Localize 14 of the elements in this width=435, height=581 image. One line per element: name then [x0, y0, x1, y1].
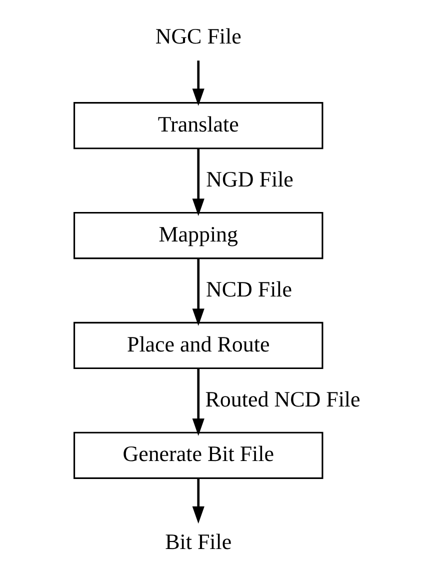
arrow — [192, 60, 204, 106]
node-box: Place and Route — [73, 322, 323, 370]
edge-label: Routed NCD File — [204, 386, 360, 412]
edge-label: NCD File — [205, 276, 292, 302]
node-box: Mapping — [73, 212, 323, 260]
arrow — [192, 258, 204, 326]
edge-label: NGD File — [206, 166, 293, 192]
arrow — [192, 368, 204, 436]
arrow — [192, 148, 204, 216]
node-box: Translate — [73, 102, 323, 150]
node-text: Bit File — [164, 529, 232, 554]
arrow — [192, 478, 204, 524]
node-text: NGC File — [154, 23, 241, 48]
node-box: Generate Bit File — [73, 432, 323, 479]
